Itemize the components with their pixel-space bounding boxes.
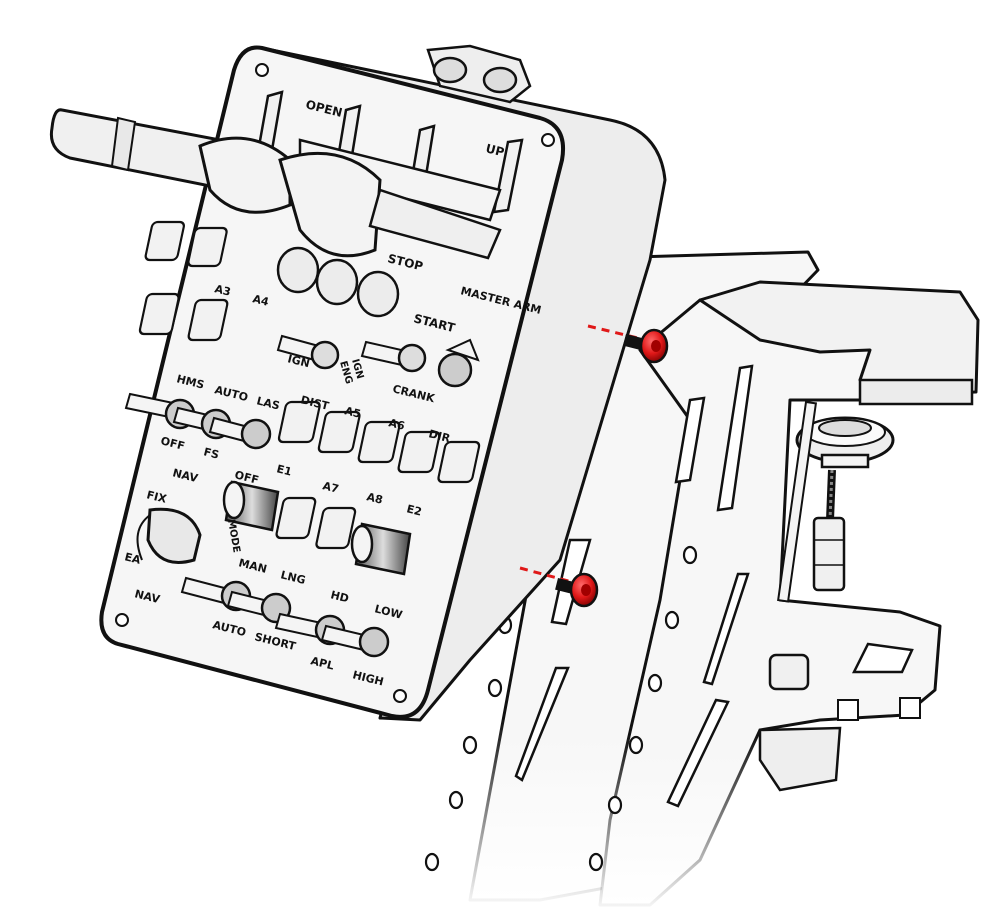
usb-connector [426, 44, 532, 104]
label-las: LAS [255, 394, 281, 412]
joystick-grip [49, 108, 502, 260]
toggle-row-3 [180, 576, 390, 658]
label-a5: A5 [343, 404, 362, 421]
toggle-row-1 [276, 334, 480, 388]
label-a8: A8 [365, 490, 384, 507]
label-e1: E1 [275, 462, 293, 478]
clamp-lower-block [758, 726, 842, 792]
label-hd: HD [329, 588, 350, 605]
label-off: OFF [159, 434, 186, 453]
screw-top [623, 328, 669, 364]
pushbutton-grid-mid [277, 400, 481, 484]
label-ign-eng: IGN [349, 358, 365, 381]
label-ea: EA [123, 550, 142, 567]
label-off2: OFF [233, 468, 260, 487]
mode-selector [136, 507, 202, 564]
label-dir: DIR [427, 427, 452, 445]
label-nav-bottom: NAV [133, 587, 161, 606]
label-a4: A4 [251, 292, 270, 309]
clamp-screw [777, 400, 895, 603]
toggle-row-2 [124, 392, 272, 450]
label-e2: E2 [405, 502, 423, 518]
label-lng: LNG [279, 568, 307, 587]
pushbutton-grid-top [138, 220, 229, 342]
mounting-screws [519, 324, 669, 608]
label-a3: A3 [213, 282, 232, 299]
pushbutton-grid-low [275, 496, 357, 550]
round-buttons [276, 246, 400, 318]
label-up: UP [484, 141, 506, 159]
label-ign: IGN [286, 352, 311, 370]
label-apl: APL [309, 654, 335, 672]
label-fix: FIX [145, 488, 168, 506]
button-box-body [260, 46, 667, 722]
label-a7: A7 [321, 479, 340, 496]
label-fs: FS [202, 445, 220, 461]
rotary-knobs [222, 480, 412, 576]
button-box: OPEN UP A3 A4 STOP START MASTER ARM [49, 44, 667, 722]
label-a6: A6 [387, 416, 406, 433]
label-nav-top: NAV [171, 466, 199, 485]
screw-bottom [555, 572, 599, 608]
